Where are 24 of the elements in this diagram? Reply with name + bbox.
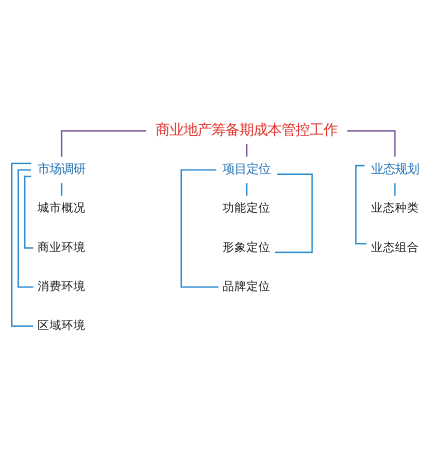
- node-text: 商业地产筹备期成本管控工作: [156, 122, 338, 138]
- node-text: 业态规划: [370, 161, 419, 176]
- node-text: 业态种类: [370, 200, 419, 214]
- node-text: 市场调研: [38, 161, 86, 176]
- connector: [394, 182, 396, 196]
- node-text: 功能定位: [222, 200, 271, 214]
- connector: [18, 168, 34, 288]
- connector: [11, 162, 34, 326]
- node-text: 项目定位: [222, 161, 271, 176]
- connector: [275, 173, 313, 253]
- node-text: 业态组合: [370, 239, 419, 254]
- node-text: 区域环境: [38, 317, 86, 332]
- node-text: 形象定位: [222, 239, 271, 254]
- node-text: 商业环境: [38, 239, 86, 254]
- connector: [60, 182, 62, 196]
- connector: [246, 182, 248, 196]
- connector: [347, 130, 396, 156]
- node-text: 品牌定位: [222, 278, 271, 292]
- node-text: 城市概况: [38, 200, 86, 214]
- connector: [246, 144, 248, 156]
- connector: [60, 130, 146, 156]
- connector: [24, 175, 34, 248]
- connector: [180, 168, 218, 288]
- node-text: 消费环境: [38, 278, 86, 292]
